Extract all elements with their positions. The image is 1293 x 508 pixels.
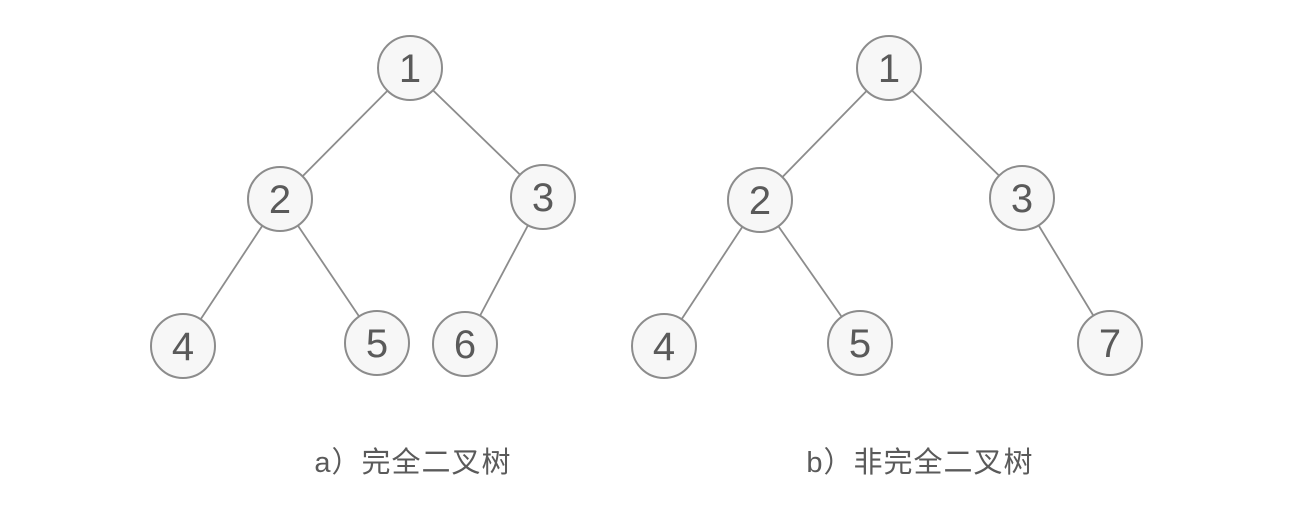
tree-node-circle	[827, 310, 893, 376]
tree-node-label: 2	[749, 179, 771, 223]
tree-node-circle	[1077, 310, 1143, 376]
tree-node-label: 7	[1099, 322, 1121, 366]
tree-caption: b）非完全二叉树	[806, 446, 1033, 479]
tree-node-circle	[344, 310, 410, 376]
tree-complete-binary-tree: 1 2 3 4 5 6 a）完全二叉树	[150, 35, 576, 479]
tree-node-label: 5	[366, 322, 388, 366]
tree-node-label: 3	[1011, 177, 1033, 221]
tree-node-circle	[377, 35, 443, 101]
tree-node-circle	[432, 311, 498, 377]
tree-node-label: 6	[454, 323, 476, 367]
tree-node-label: 4	[172, 325, 194, 369]
tree-node-circle	[510, 164, 576, 230]
tree-node-circle	[856, 35, 922, 101]
tree-node-label: 1	[399, 47, 421, 91]
tree-non-complete-binary-tree: 1 2 3 4 5 7 b）非完全二叉树	[631, 35, 1143, 479]
tree-node-label: 1	[878, 47, 900, 91]
tree-node-label: 5	[849, 322, 871, 366]
tree-node-label: 3	[532, 176, 554, 220]
tree-node-label: 2	[269, 178, 291, 222]
tree-node-circle	[631, 313, 697, 379]
tree-node-label: 4	[653, 325, 675, 369]
tree-node-circle	[727, 167, 793, 233]
tree-caption: a）完全二叉树	[314, 446, 511, 479]
tree-node-circle	[989, 165, 1055, 231]
tree-node-circle	[247, 166, 313, 232]
tree-node-circle	[150, 313, 216, 379]
